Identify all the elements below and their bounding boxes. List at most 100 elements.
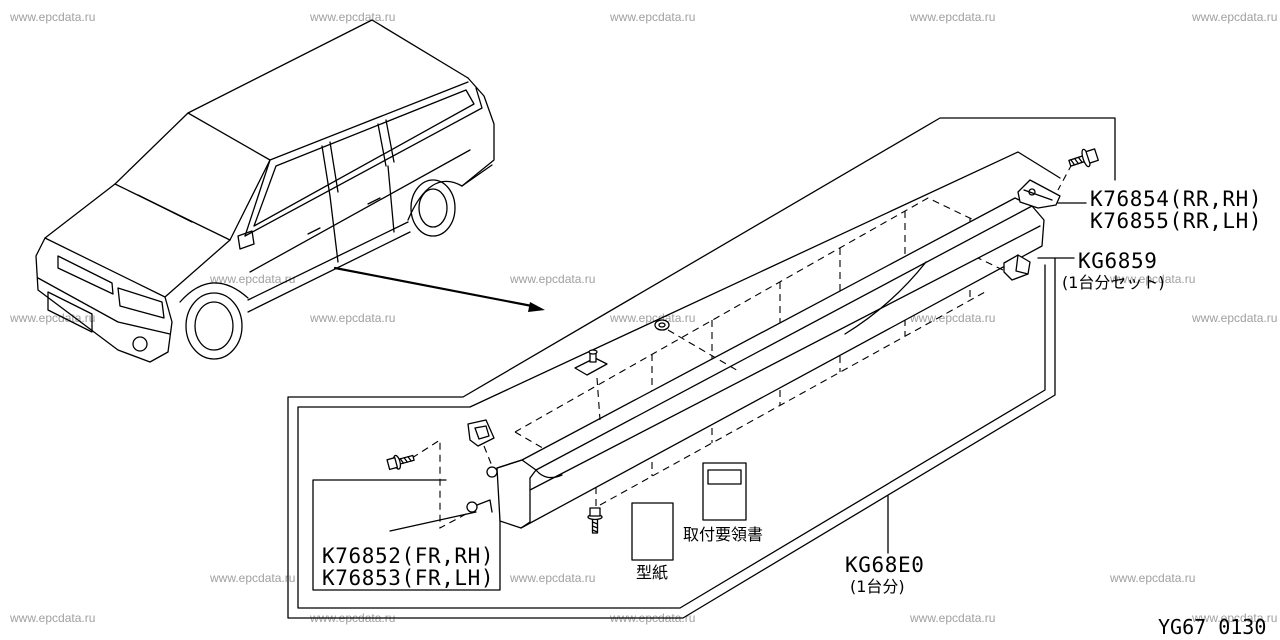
kit-frame [287, 117, 1116, 619]
front-bracket-body [467, 419, 495, 447]
watermark: www.epcdata.ru [209, 272, 295, 286]
watermark: www.epcdata.ru [909, 611, 995, 625]
watermark: www.epcdata.ru [209, 571, 295, 585]
arrow-shaft [333, 266, 534, 308]
label-clip-set-qty: (1台分セット) [1062, 273, 1165, 292]
molding-body [496, 197, 1045, 529]
car-headlight [117, 287, 165, 319]
rear-bolt-head [1085, 148, 1099, 164]
watermark: www.epcdata.ru [309, 311, 395, 325]
car-front-wheel-rim [194, 301, 234, 351]
stud-clip-base [574, 357, 608, 376]
front-molding-leader [389, 511, 477, 532]
car-mirror [237, 230, 255, 250]
template-sheet-icon [631, 502, 674, 561]
car-wiper [137, 194, 193, 223]
car-character-line [249, 149, 471, 273]
instruction-sheet [702, 462, 747, 521]
car-c-pillar [377, 119, 395, 167]
car-door-handles [307, 197, 381, 235]
molding-face-line [529, 225, 1041, 491]
guide-rear-bolt [1057, 163, 1073, 191]
car-rear-wheel-rim [418, 188, 448, 228]
vehicle-illustration [35, 19, 495, 363]
callout-labels: K76854(RR,RH) K76855(RR,LH) KG6859 (1台分セ… [322, 187, 1266, 639]
instruction-sheet-icon [702, 462, 747, 521]
template-sheet [631, 502, 674, 561]
bottom-screw [587, 507, 603, 534]
stud-clip-cap [588, 349, 598, 355]
bottom-screw-head [589, 507, 601, 517]
front-bracket [467, 419, 495, 447]
car-sill [247, 221, 411, 313]
watermark: www.epcdata.ru [1109, 571, 1195, 585]
label-template-sheet: 型紙 [636, 563, 668, 582]
watermark: www.epcdata.ru [9, 10, 95, 24]
rear-bracket-plate [1017, 179, 1061, 209]
guide-grommet [667, 329, 741, 373]
bottom-screw-thread [591, 521, 599, 533]
car-b-pillar [321, 141, 339, 197]
rear-bolt [1068, 148, 1099, 168]
car-side-windows [253, 89, 475, 227]
watermark: www.epcdata.ru [1191, 311, 1277, 325]
rear-bracket [1017, 179, 1087, 209]
label-kit: KG68E0 [845, 553, 924, 577]
mounting-line-lower [599, 291, 986, 506]
arrow-head [528, 302, 545, 312]
label-fr-lh: K76853(FR,LH) [322, 566, 494, 590]
car-front-fascia [35, 237, 173, 363]
molding-front-wrap [535, 469, 563, 479]
guide-clip-set [977, 257, 1004, 271]
left-screw [386, 454, 415, 471]
car-a-pillar [244, 159, 271, 237]
car-hood [44, 183, 231, 298]
kit-frame-inner [297, 151, 1061, 609]
molding-rear-crease [844, 261, 927, 335]
car-grille [57, 255, 114, 295]
car-door-cut-lines [329, 165, 395, 263]
guide-front-bracket [483, 445, 493, 467]
watermarks: www.epcdata.ru www.epcdata.ru www.epcdat… [9, 10, 1277, 625]
rear-bracket-hole [1028, 188, 1036, 196]
car-front-wheel-arch [179, 282, 249, 303]
location-arrow [333, 266, 545, 312]
watermark: www.epcdata.ru [1109, 272, 1195, 286]
car-fog-lamp [132, 336, 148, 352]
label-clip-set: KG6859 [1078, 249, 1157, 273]
car-beltline [244, 87, 483, 237]
watermark: www.epcdata.ru [609, 311, 695, 325]
grommet [654, 319, 670, 331]
grommet-ring [654, 319, 670, 331]
front-end-clips [389, 466, 498, 532]
watermark: www.epcdata.ru [9, 611, 95, 625]
car-roof-outline [187, 19, 469, 114]
label-kit-qty: (1台分) [850, 577, 905, 596]
label-rr-rh: K76854(RR,RH) [1090, 187, 1262, 211]
clip-edge [1015, 254, 1029, 275]
side-molding-exploded [386, 148, 1099, 561]
clip-set-clip [1003, 254, 1075, 281]
left-screw-head [386, 457, 399, 471]
watermark: www.epcdata.ru [509, 571, 595, 585]
grommet-hole [658, 322, 666, 328]
car-roof-near-edge [269, 81, 469, 161]
front-clip-stem [476, 499, 493, 513]
left-screw-thread [399, 456, 412, 464]
watermark: www.epcdata.ru [9, 311, 95, 325]
label-rr-lh: K76855(RR,LH) [1090, 209, 1262, 233]
molding-front-end [496, 459, 537, 529]
watermark: www.epcdata.ru [909, 311, 995, 325]
kit-frame-outer [287, 117, 1116, 619]
car-rear-hatch [461, 77, 495, 187]
watermark: www.epcdata.ru [509, 272, 595, 286]
watermark: www.epcdata.ru [609, 10, 695, 24]
guide-left-screw [411, 438, 467, 529]
car-rear-wheel-arch [407, 180, 463, 221]
watermark: www.epcdata.ru [309, 10, 395, 24]
front-clip-lower [466, 501, 478, 513]
label-fr-rh: K76852(FR,RH) [322, 544, 494, 568]
watermark: www.epcdata.ru [909, 10, 995, 24]
rear-bolt-thread [1070, 156, 1083, 166]
